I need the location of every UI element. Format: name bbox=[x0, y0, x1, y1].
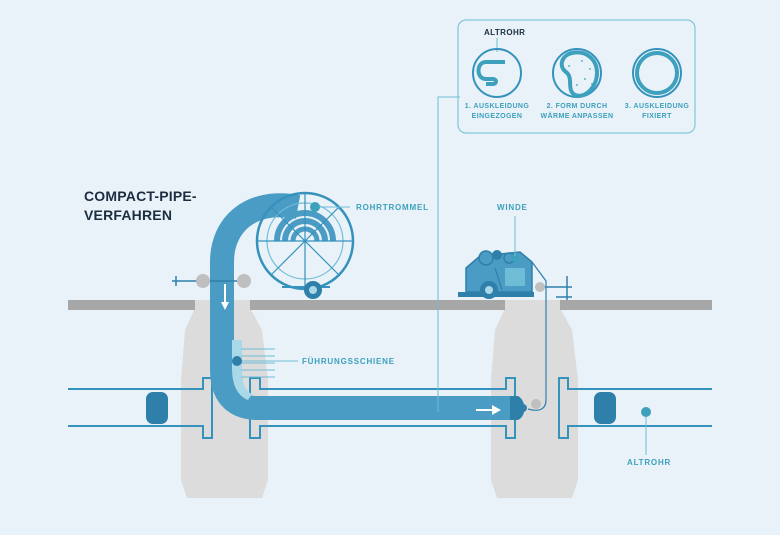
step3-cross-section-icon bbox=[632, 48, 682, 98]
target-roller-stand bbox=[531, 276, 572, 409]
step2-caption: 2. FORM DURCH WÄRME ANPASSEN bbox=[529, 102, 625, 122]
label-fuehrungsschiene: FÜHRUNGSSCHIENE bbox=[302, 357, 395, 366]
pull-head bbox=[519, 404, 527, 412]
inset-box bbox=[457, 19, 696, 134]
label-rohrtrommel: ROHRTROMMEL bbox=[356, 203, 429, 212]
step3-caption: 3. AUSKLEIDUNG FIXIERT bbox=[609, 102, 705, 122]
label-altrohr: ALTROHR bbox=[627, 458, 672, 467]
inset-leader bbox=[437, 96, 460, 412]
inset-title: ALTROHR bbox=[484, 28, 526, 37]
old-pipe bbox=[68, 377, 712, 439]
step2-line2: WÄRME ANPASSEN bbox=[540, 113, 614, 120]
step3-line2: FIXIERT bbox=[642, 113, 672, 120]
pit-opening-right bbox=[505, 300, 560, 310]
winch-cable bbox=[527, 261, 547, 411]
step3-line1: 3. AUSKLEIDUNG bbox=[624, 103, 690, 110]
drum-hub-inner bbox=[309, 286, 317, 294]
step1-cross-section-icon bbox=[472, 48, 522, 98]
right-arrow-icon bbox=[476, 405, 501, 415]
guide-rail-leaders bbox=[241, 348, 275, 378]
diagram-title: COMPACT-PIPE- VERFAHREN bbox=[84, 187, 197, 225]
step1-caption: 1. AUSKLEIDUNG EINGEZOGEN bbox=[449, 102, 545, 122]
step1-line2: EINGEZOGEN bbox=[471, 113, 523, 120]
title-line-2: VERFAHREN bbox=[84, 207, 173, 223]
winch bbox=[458, 250, 534, 299]
liner-nose bbox=[510, 396, 525, 420]
step2-line1: 2. FORM DURCH bbox=[546, 103, 608, 110]
old-pipe-marker bbox=[641, 407, 651, 417]
step1-line1: 1. AUSKLEIDUNG bbox=[464, 103, 530, 110]
packer-right bbox=[594, 392, 616, 424]
liner-pipe bbox=[210, 193, 512, 420]
label-winde: WINDE bbox=[497, 203, 528, 212]
guide-rail-marker bbox=[232, 356, 242, 366]
down-arrow-icon bbox=[221, 284, 229, 310]
packer-left bbox=[146, 392, 168, 424]
pipe-drum bbox=[255, 191, 355, 291]
ground-surface bbox=[68, 300, 712, 310]
step2-cross-section-icon bbox=[552, 48, 602, 98]
start-roller-stand bbox=[172, 274, 251, 288]
drum-marker bbox=[310, 202, 320, 212]
title-line-1: COMPACT-PIPE- bbox=[84, 188, 197, 204]
